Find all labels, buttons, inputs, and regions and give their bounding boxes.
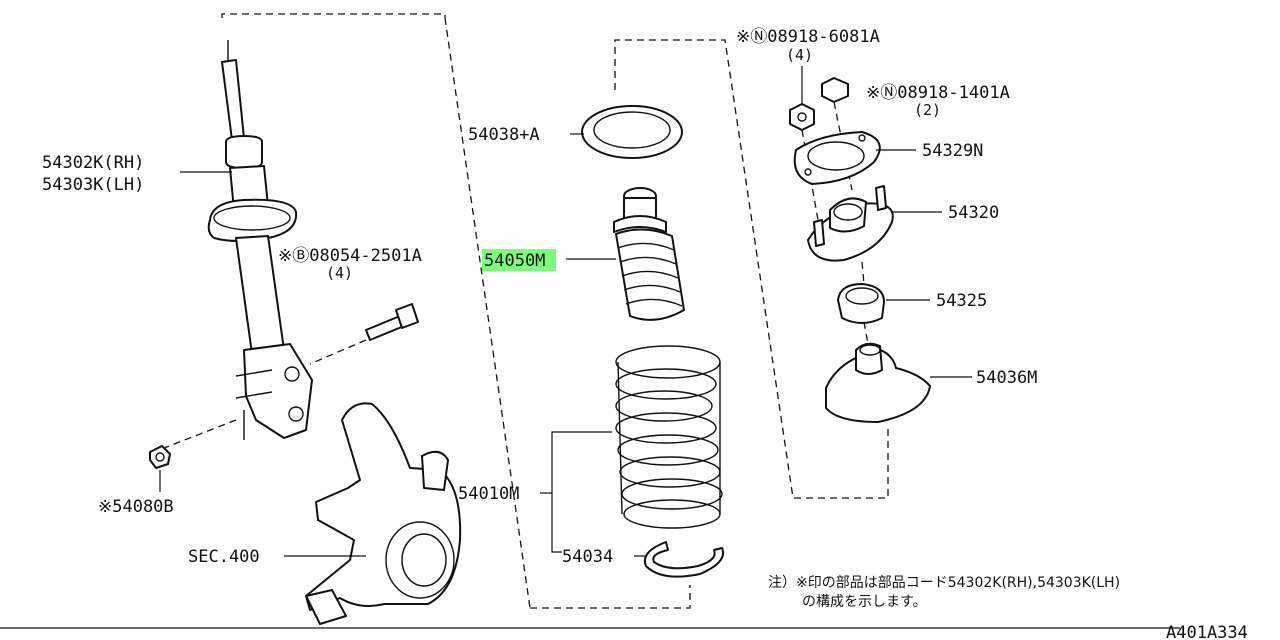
diagram-code: A401A334 [1166, 623, 1248, 640]
label-bearing[interactable]: 54325 [936, 291, 987, 311]
label-seat-upper[interactable]: 54038+A [468, 125, 540, 145]
label-gasket[interactable]: 54329N [922, 141, 983, 161]
bolt-axis-line [309, 339, 367, 365]
top-nut-part[interactable] [821, 77, 849, 103]
note-line-1: 注）※印の部品は部品コード54302K(RH),54303K(LH) [768, 575, 1120, 591]
bound-bumper[interactable] [613, 187, 685, 321]
label-bolt-code[interactable]: ※Ⓑ08054-2501A [278, 246, 422, 266]
note-line-2: の構成を示します。 [802, 594, 927, 610]
label-bolt-qty: (4) [326, 264, 353, 282]
label-insulator[interactable]: 54036M [976, 368, 1037, 388]
label-strut-lh[interactable]: 54303K(LH) [42, 175, 144, 195]
label-knuckle[interactable]: SEC.400 [188, 547, 260, 567]
strut-mount[interactable] [807, 185, 894, 262]
bolt-part[interactable] [365, 303, 419, 341]
nut-part[interactable] [149, 445, 171, 469]
leader-spring [551, 431, 612, 553]
upper-nut-part[interactable] [789, 103, 815, 131]
strut-assembly[interactable] [207, 40, 313, 440]
label-strut-rh[interactable]: 54302K(RH) [42, 153, 144, 173]
label-spring[interactable]: 54010M [458, 484, 519, 504]
upper-spring-seat[interactable] [581, 105, 683, 159]
label-nut-code[interactable]: ※54080B [98, 497, 174, 517]
steering-knuckle[interactable] [305, 402, 462, 625]
label-bound-bumper[interactable]: 54050M [484, 251, 545, 271]
label-nut-top-code[interactable]: ※Ⓝ08918-1401A [866, 83, 1010, 103]
label-seat-lower[interactable]: 54034 [562, 547, 613, 567]
mount-gasket[interactable] [793, 131, 881, 185]
label-nut-top-qty: (2) [914, 101, 941, 119]
label-mount[interactable]: 54320 [948, 203, 999, 223]
insulator-axis [863, 321, 869, 345]
mount-bearing[interactable] [837, 283, 885, 324]
strut-assembly-dashed-frame [221, 13, 691, 609]
label-nut-upper-code[interactable]: ※Ⓝ08918-6081A [736, 27, 880, 47]
strut-insulator[interactable] [825, 342, 931, 423]
mount-group-dashed-frame [614, 39, 889, 499]
lower-spring-seat[interactable] [644, 541, 724, 578]
coil-spring[interactable] [615, 345, 723, 529]
highlight-bound-bumper [482, 249, 556, 271]
label-nut-upper-qty: (4) [786, 46, 813, 64]
nut-axis-line [163, 419, 237, 449]
bearing-axis [861, 261, 865, 285]
